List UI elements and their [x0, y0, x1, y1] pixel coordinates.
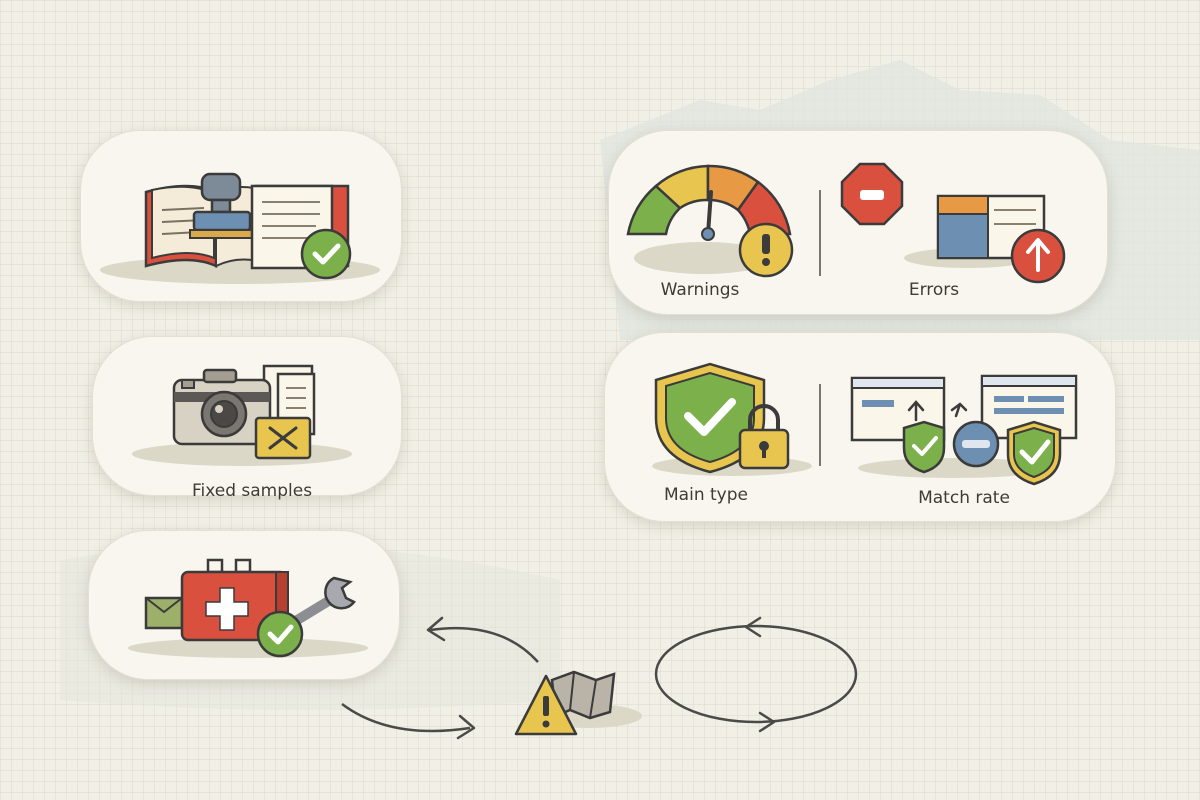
wrench-icon — [289, 576, 356, 627]
error-up-icon — [1010, 228, 1066, 284]
shield-check-icon — [300, 228, 352, 280]
warning-triangle-icon — [514, 674, 578, 736]
padlock-icon — [738, 404, 790, 470]
card-book-stamp — [80, 130, 402, 302]
camera-illustration — [132, 364, 352, 466]
tag-x-icon — [254, 416, 312, 460]
stop-sign-icon — [840, 162, 904, 226]
errors-label: Errors — [908, 280, 960, 300]
shield-check-icon — [256, 610, 304, 658]
shield-check-icon — [654, 362, 766, 474]
main-type-match-illustration — [652, 362, 1078, 486]
card-fixed-samples: Fixed samples — [92, 336, 402, 501]
loop-ellipse-icon — [654, 616, 858, 733]
comparison-shields-icon — [902, 420, 1062, 486]
stamp-icon — [189, 172, 255, 239]
warning-circle-icon — [738, 222, 794, 278]
warnings-label: Warnings — [660, 280, 740, 300]
warnings-errors-illustration — [626, 162, 1066, 284]
card-warnings-errors: Warnings Errors — [608, 130, 1108, 315]
book-stamp-illustration — [100, 172, 380, 284]
fixed-samples-label: Fixed samples — [191, 481, 313, 501]
card-main-type-match-rate: Main type Match rate — [604, 332, 1116, 522]
repair-kit-illustration — [128, 558, 368, 658]
box-icon — [144, 596, 184, 630]
match-rate-label: Match rate — [918, 488, 1010, 508]
feedback-loop-illustration — [341, 616, 858, 740]
cycle-arrow-icon — [341, 616, 539, 740]
map-icon — [550, 670, 616, 720]
gauge-icon — [626, 164, 792, 241]
main-type-label: Main type — [664, 485, 748, 505]
camera-icon — [172, 368, 272, 446]
card-repair-kit — [88, 530, 400, 680]
